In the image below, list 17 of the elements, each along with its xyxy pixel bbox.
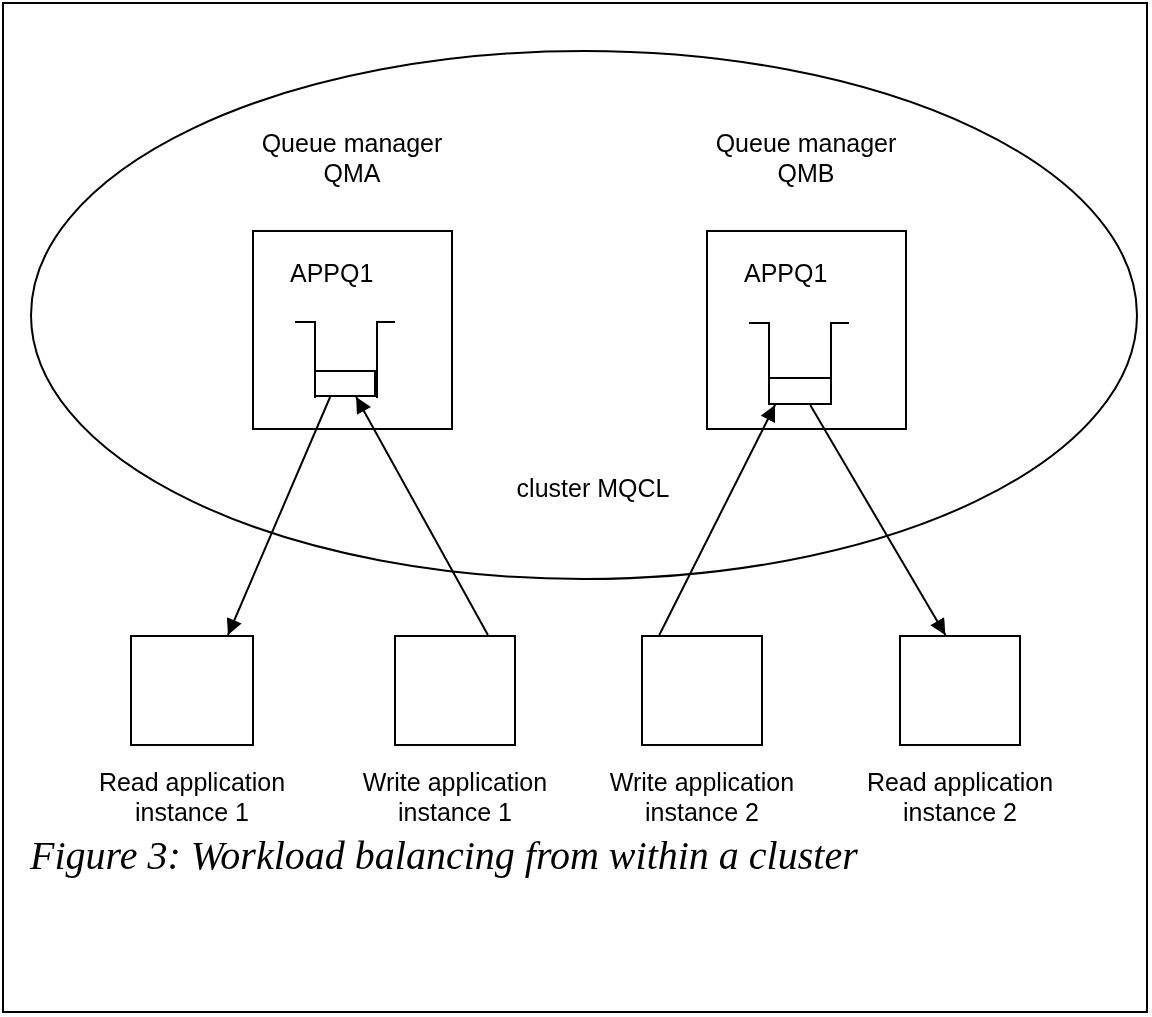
application-label: Write application instance 2 <box>608 767 796 827</box>
application-label: Read application instance 1 <box>97 767 287 827</box>
queue-manager-label: Queue manager QMB <box>714 128 898 188</box>
arrow <box>809 404 947 636</box>
figure-caption: Figure 3: Workload balancing from within a cluster <box>30 832 858 879</box>
arrow <box>226 396 332 636</box>
application-label: Read application instance 2 <box>865 767 1055 827</box>
queue-manager-label: Queue manager QMA <box>260 128 444 188</box>
cluster-ellipse <box>30 50 1138 580</box>
application-label: Write application instance 1 <box>361 767 549 827</box>
arrow <box>355 396 489 636</box>
cluster-label: cluster MQCL <box>515 473 671 503</box>
queue-name: APPQ1 <box>290 258 375 288</box>
arrow <box>658 404 777 636</box>
queue-name: APPQ1 <box>744 258 829 288</box>
message-box <box>768 377 832 405</box>
message-box <box>314 370 376 397</box>
